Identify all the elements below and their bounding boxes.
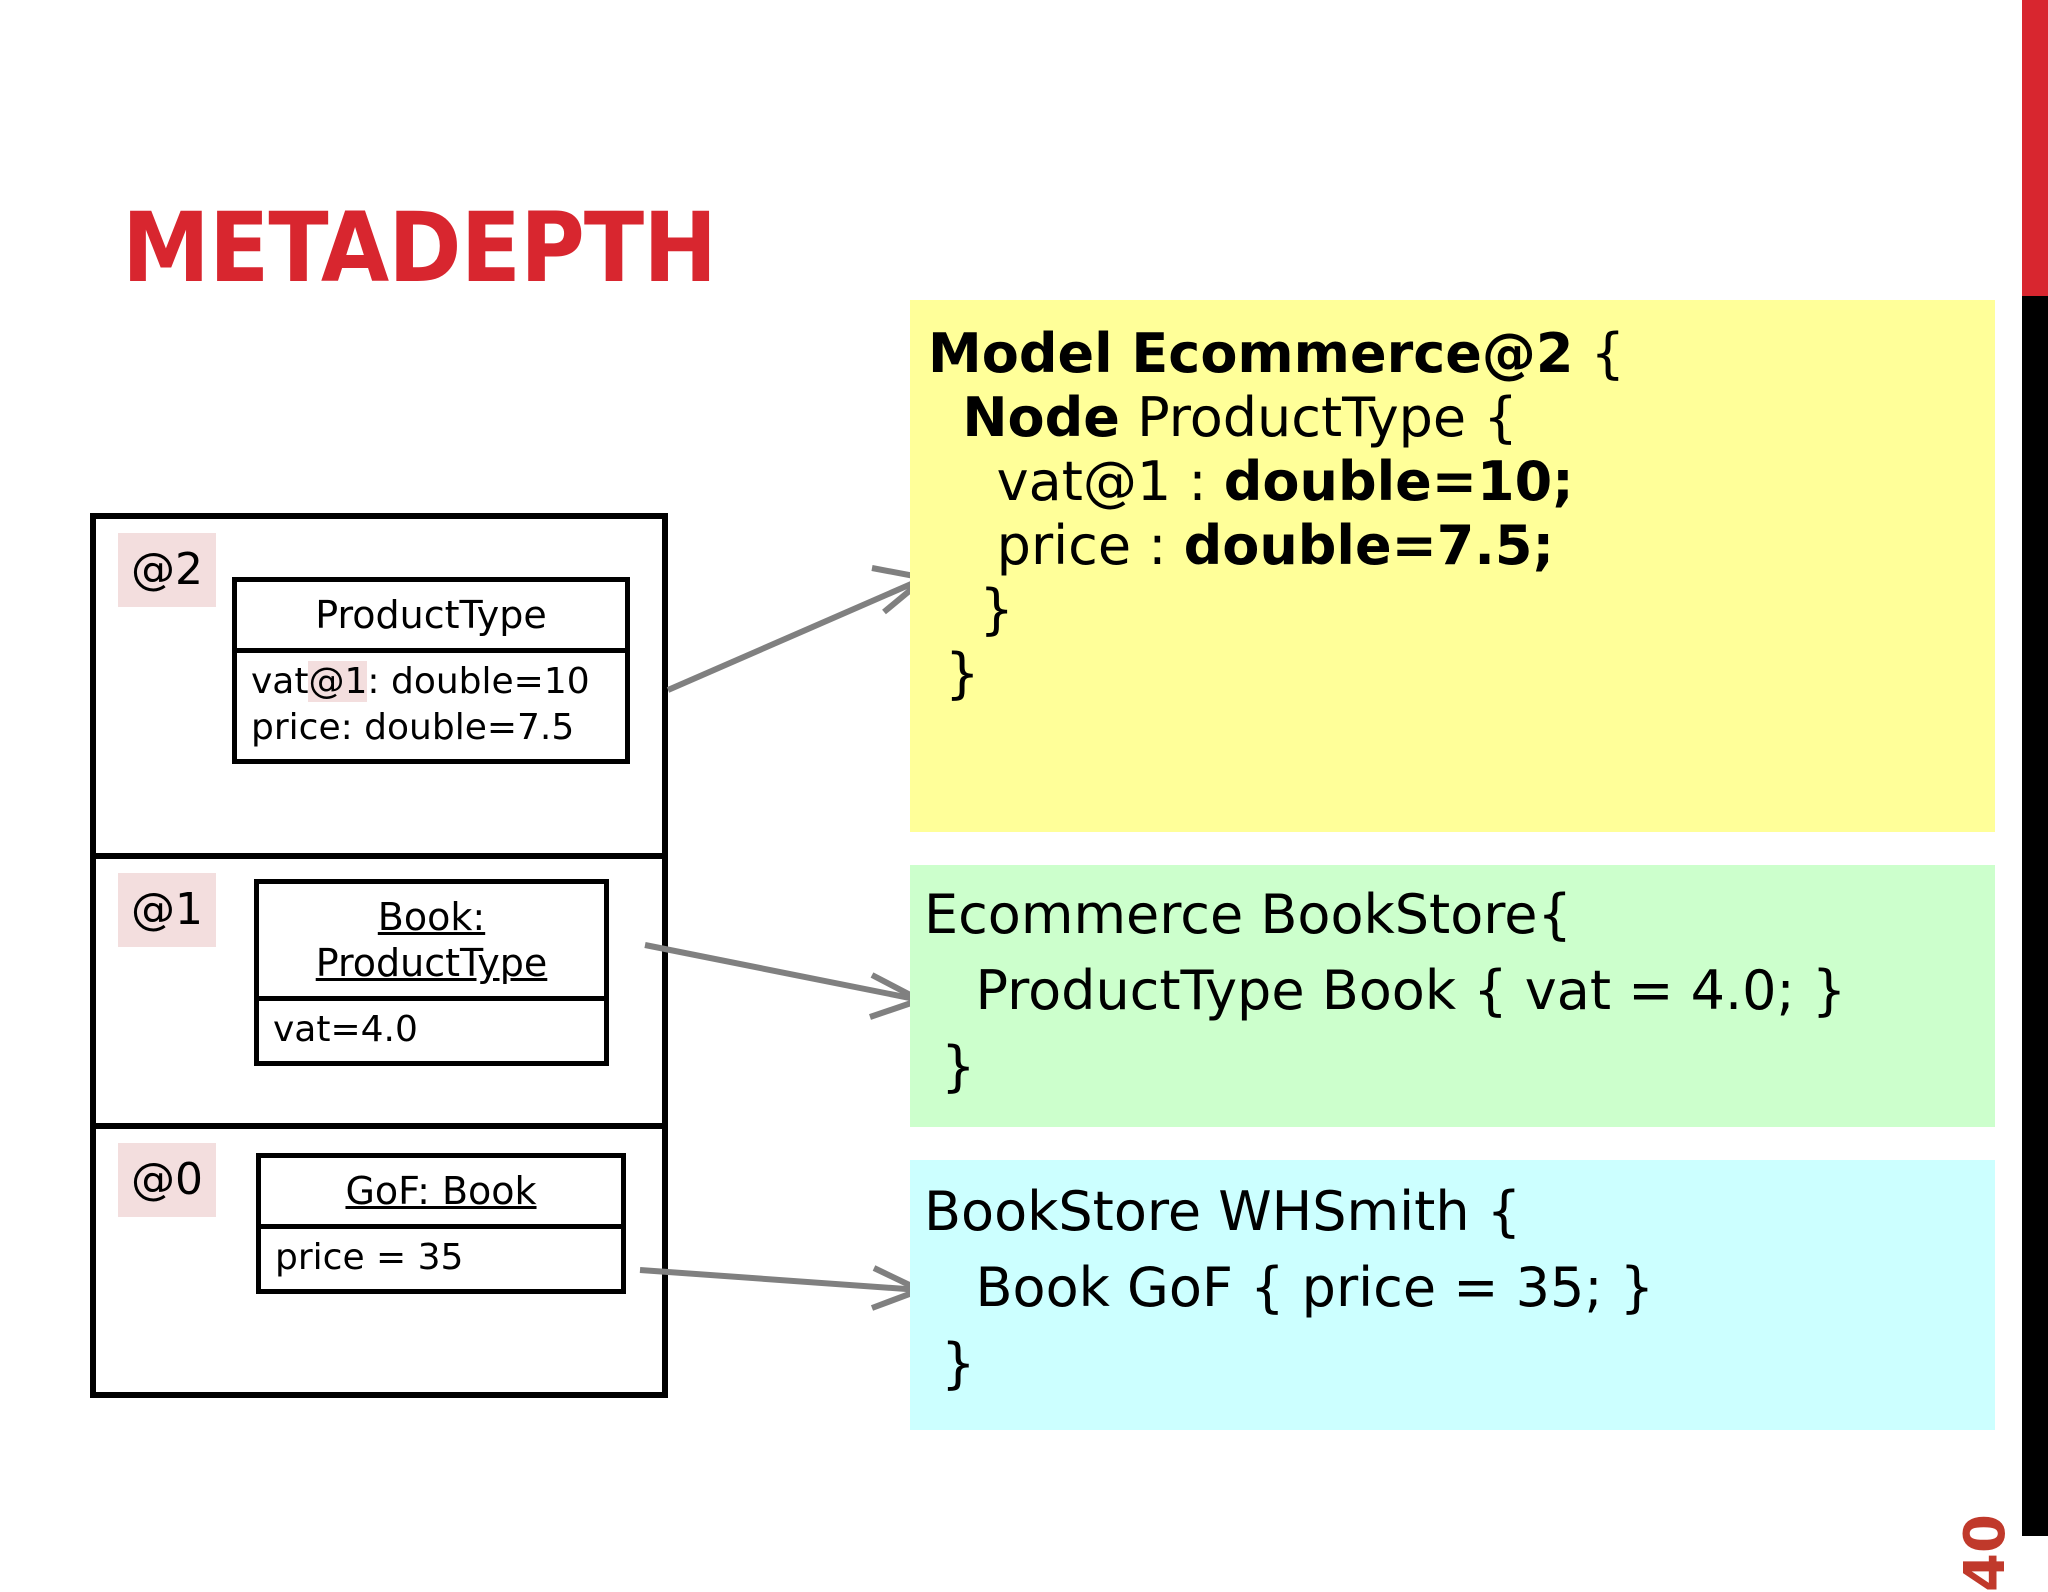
code-token: } (924, 1035, 976, 1098)
uml-object-name: Book:ProductType (259, 884, 604, 1001)
level-tag-at2: @2 (118, 533, 216, 607)
uml-attributes: price = 35 (261, 1229, 621, 1289)
code-token: vat@1 : (928, 450, 1224, 513)
code-token: price : (928, 514, 1184, 577)
code-box-cyan: BookStore WHSmith { Book GoF { price = 3… (910, 1160, 1995, 1430)
code-token: } (924, 1332, 976, 1395)
arrow-level2-to-yellow (666, 575, 927, 693)
uml-object-gof: GoF: Book price = 35 (256, 1153, 626, 1294)
uml-attributes: vat@1: double=10 price: double=7.5 (237, 653, 625, 759)
code-line: Ecommerce BookStore{ (924, 877, 1995, 953)
code-token: Book GoF { price = 35; } (924, 1256, 1655, 1319)
code-line: } (928, 642, 1995, 706)
code-token: ProductType Book { vat = 4.0; } (924, 959, 1847, 1022)
uml-attribute-vat: vat=4.0 (273, 1009, 418, 1050)
code-line: Node ProductType { (928, 386, 1995, 450)
uml-object-name: GoF: Book (261, 1158, 621, 1229)
code-box-green: Ecommerce BookStore{ ProductType Book { … (910, 865, 1995, 1127)
level-row-at1: @1 Book:ProductType vat=4.0 (96, 859, 662, 1129)
code-token-bold: double=10; (1223, 450, 1574, 513)
uml-object-book: Book:ProductType vat=4.0 (254, 879, 609, 1066)
level-tag-at0: @0 (118, 1143, 216, 1217)
level-tag-at1: @1 (118, 873, 216, 947)
uml-attribute-price: price: double=7.5 (251, 707, 575, 748)
code-token-bold: Node (962, 386, 1120, 449)
code-line: } (924, 1326, 1995, 1402)
right-edge-red-bar (2022, 0, 2048, 296)
code-line: Model Ecommerce@2 { (928, 322, 1995, 386)
page-number: 40 (1953, 1514, 2018, 1592)
code-token-bold: Model Ecommerce@2 (928, 322, 1574, 385)
code-token: { (1573, 322, 1625, 385)
code-token: } (928, 642, 980, 705)
code-line: Book GoF { price = 35; } (924, 1250, 1995, 1326)
uml-attribute-vat: vat@1: double=10 (251, 661, 590, 702)
code-token: Ecommerce BookStore{ (924, 883, 1572, 946)
code-token: BookStore WHSmith { (924, 1180, 1522, 1243)
code-token-bold: double=7.5; (1183, 514, 1555, 577)
level-row-at0: @0 GoF: Book price = 35 (96, 1129, 662, 1392)
code-box-yellow: Model Ecommerce@2 { Node ProductType { v… (910, 300, 1995, 832)
code-line: } (928, 578, 1995, 642)
code-line: vat@1 : double=10; (928, 450, 1995, 514)
arrow-level1-to-green (644, 942, 921, 1003)
right-edge-black-bar (2022, 296, 2048, 1536)
uml-class-name: ProductType (237, 582, 625, 653)
uml-attribute-price: price = 35 (275, 1237, 464, 1278)
code-token: ProductType { (1119, 386, 1518, 449)
uml-attributes: vat=4.0 (259, 1001, 604, 1061)
code-token: } (928, 578, 1014, 641)
level-row-at2: @2 ProductType vat@1: double=10 price: d… (96, 519, 662, 859)
arrow-level0-to-cyan (639, 1267, 921, 1293)
uml-class-producttype: ProductType vat@1: double=10 price: doub… (232, 577, 630, 764)
code-line: ProductType Book { vat = 4.0; } (924, 953, 1995, 1029)
code-line: BookStore WHSmith { (924, 1174, 1995, 1250)
code-token (928, 386, 962, 449)
code-line: } (924, 1029, 1995, 1105)
metadepth-level-stack: @2 ProductType vat@1: double=10 price: d… (90, 513, 668, 1398)
code-line: price : double=7.5; (928, 514, 1995, 578)
page-title: METADEPTH (122, 192, 717, 304)
